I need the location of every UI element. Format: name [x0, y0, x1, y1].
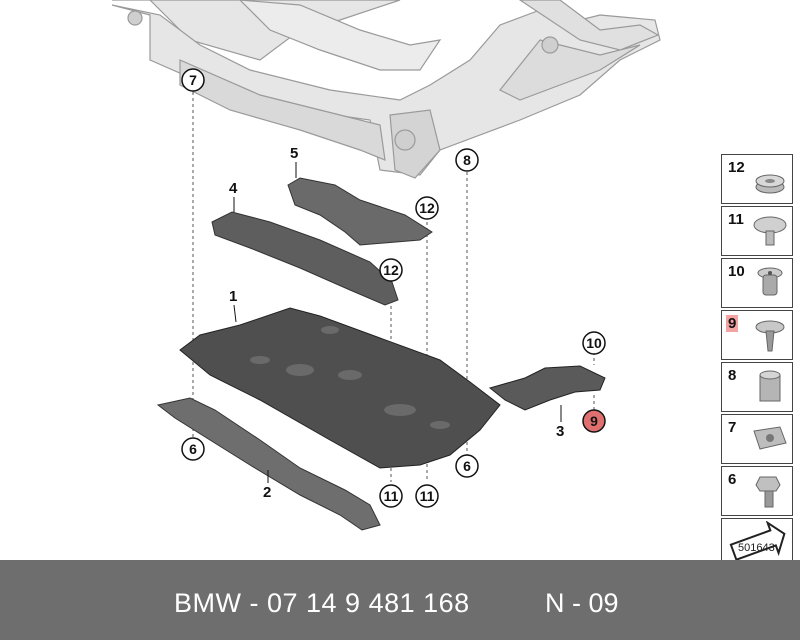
label-part-4: 4 — [229, 180, 238, 197]
legend-item-12[interactable]: 12 — [721, 154, 793, 204]
arrow-symbol-icon — [729, 521, 786, 562]
legend-label: 12 — [728, 159, 745, 176]
callouts: 7 8 12 12 10 9 6 6 11 11 — [181, 68, 606, 508]
sleeve-icon — [759, 370, 781, 402]
label-part-2: 2 — [263, 484, 271, 501]
svg-text:11: 11 — [420, 488, 435, 504]
legend-item-10[interactable]: 10 — [721, 258, 793, 308]
legend-item-6[interactable]: 6 — [721, 466, 793, 516]
legend-label: 10 — [728, 263, 745, 280]
plastic-screw-icon — [755, 320, 785, 352]
subframe-drawing — [111, 0, 661, 179]
legend-item-11[interactable]: 11 — [721, 206, 793, 256]
part-1-underbody-panel — [179, 307, 501, 469]
svg-text:6: 6 — [463, 458, 471, 474]
svg-text:12: 12 — [419, 200, 435, 216]
svg-text:8: 8 — [463, 152, 471, 168]
legend-item-7[interactable]: 7 — [721, 414, 793, 464]
panel-details — [250, 326, 450, 429]
callout-11-right: 11 — [415, 484, 439, 508]
legend-label-highlighted: 9 — [726, 315, 739, 332]
expanding-rivet-icon — [753, 216, 787, 246]
callout-9-highlighted: 9 — [582, 409, 606, 433]
legend-item-8[interactable]: 8 — [721, 362, 793, 412]
position-text: N - 09 — [545, 588, 619, 618]
legend-label: 7 — [728, 419, 737, 436]
callout-12-upper: 12 — [415, 196, 439, 220]
callout-7: 7 — [181, 68, 205, 92]
speed-nut-icon — [753, 426, 787, 450]
callout-6-left: 6 — [181, 437, 205, 461]
clip-nut-icon — [757, 267, 783, 296]
legend-item-9[interactable]: 9 — [721, 310, 793, 360]
svg-text:12: 12 — [383, 262, 399, 278]
diagram-reference-number: 501643 — [738, 542, 775, 554]
callout-12-lower: 12 — [379, 258, 403, 282]
svg-text:6: 6 — [189, 441, 197, 457]
part-4-bracket — [211, 211, 399, 306]
callout-10: 10 — [582, 331, 606, 355]
part-labels: 5 4 1 2 3 — [229, 145, 564, 501]
legend-label: 11 — [728, 211, 744, 228]
footer-bar: BMW - 07 14 9 481 168 N - 09 — [0, 560, 800, 640]
part-2-crossmember-bar — [156, 397, 381, 531]
parts-diagram: 7 8 12 12 10 9 6 6 11 11 5 4 1 2 3 — [111, 0, 661, 531]
svg-text:10: 10 — [586, 335, 602, 351]
hex-bolt-icon — [755, 476, 781, 508]
part-5-reinforcement — [287, 177, 433, 246]
svg-text:9: 9 — [590, 413, 598, 429]
fastener-legend: 12 11 10 9 8 7 6 — [721, 154, 793, 570]
callout-11-left: 11 — [379, 484, 403, 508]
callout-6-right: 6 — [455, 454, 479, 478]
svg-text:7: 7 — [189, 72, 197, 88]
part-number-text: BMW - 07 14 9 481 168 — [174, 588, 470, 618]
svg-text:11: 11 — [384, 488, 399, 504]
label-part-3: 3 — [556, 423, 564, 440]
part-3-side-panel — [488, 365, 606, 411]
label-part-5: 5 — [290, 145, 298, 162]
callout-8: 8 — [455, 148, 479, 172]
legend-label: 6 — [728, 471, 737, 488]
spacer-nut-icon — [755, 174, 785, 194]
legend-label: 8 — [728, 367, 737, 384]
label-part-1: 1 — [229, 288, 237, 305]
